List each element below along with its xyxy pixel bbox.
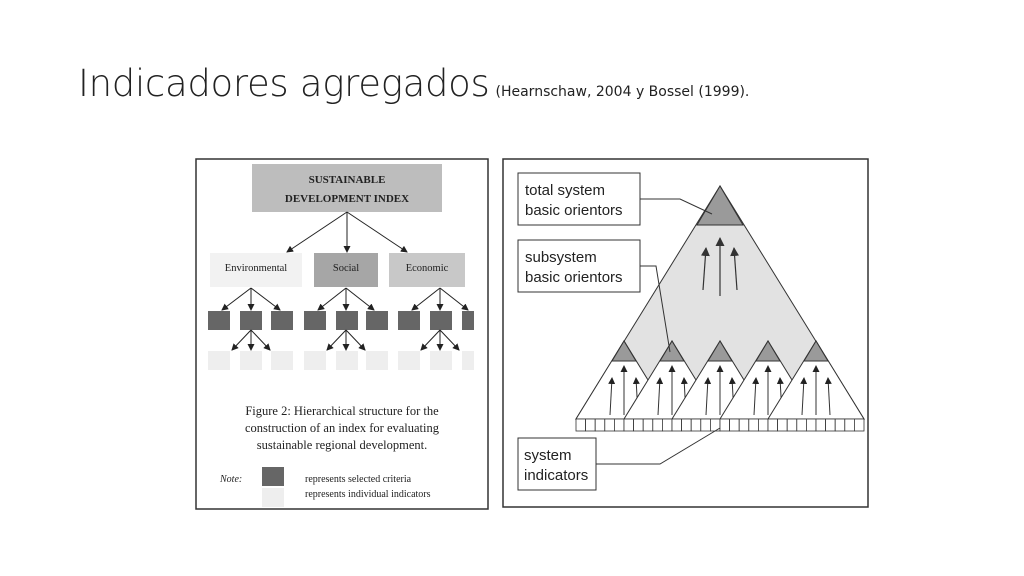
legend-dark-square [262,467,284,486]
indicator-cell [758,418,769,432]
label-subsystem-line2: basic orientors [525,269,623,286]
indicator-cell [834,418,846,432]
indicator-cell [719,418,731,432]
label-total-line1: total system [525,182,605,199]
indicator-cell [575,418,587,432]
indicator-cell [604,418,615,432]
caption-line2: construction of an index for evaluating [245,421,440,435]
caption-line1: Figure 2: Hierarchical structure for the [245,404,439,418]
arrow-index-economic [346,211,408,253]
index-box [252,164,442,212]
slide-title-citation: (Hearnschaw, 2004 y Bossel (1999). [495,84,750,100]
label-indicators-line2: indicators [524,467,588,484]
label-total-line2: basic orientors [525,202,623,219]
indicator-cell [854,418,865,432]
indicator-arrows [231,329,460,351]
leader-indicators [596,427,721,465]
indicator-squares [208,351,474,370]
indicator-cell [786,418,798,432]
legend-light-square [262,488,284,507]
indicator-cell [652,418,663,432]
category-label-economic: Economic [406,263,449,274]
indicator-cell [585,418,596,432]
category-box-environmental [210,253,302,287]
legend-selected-text: represents selected criteria [305,474,412,485]
index-box-line2: DEVELOPMENT INDEX [285,193,409,205]
label-indicators-line1: system [524,447,572,464]
slide-title: Indicadores agregados (Hearnschaw, 2004 y… [78,62,749,105]
index-box-line1: SUSTAINABLE [309,174,386,186]
indicator-cell [815,418,827,432]
legend-individual-text: represents individual indicators [305,489,431,500]
label-box-subsystem [517,239,641,293]
label-subsystem-line1: subsystem [525,249,597,266]
indicator-cell [614,418,625,432]
category-box-economic [389,253,465,287]
indicator-cell [748,418,759,432]
indicator-cell [729,418,740,432]
indicator-cell [844,418,855,432]
leader-subsystem [640,265,671,353]
indicator-cell [623,418,635,432]
indicator-cell [700,418,711,432]
indicator-cell [825,418,836,432]
indicator-cell [806,418,817,432]
indicator-cell [662,418,673,432]
indicator-cell [594,418,606,432]
caption-line3: sustainable regional development. [257,438,427,452]
category-label-social: Social [333,263,359,274]
right-figure: total system basic orientors subsystem b… [502,158,869,508]
indicator-cell-row [575,418,865,432]
note-label: Note: [219,474,242,485]
indicator-cell [633,418,644,432]
label-box-total [517,172,641,226]
indicator-cell [690,418,702,432]
indicator-cell [671,418,683,432]
indicator-cell [642,418,654,432]
indicator-cell [767,418,779,432]
leader-total [640,198,713,215]
left-figure: SUSTAINABLE DEVELOPMENT INDEX Environmen… [195,158,489,510]
criteria-squares [208,311,474,330]
indicator-cell [738,418,750,432]
sub-pyramids [575,340,865,420]
arrow-index-environmental [286,211,348,253]
top-internal-arrows [700,237,740,296]
category-box-social [314,253,378,287]
criteria-arrows [221,287,469,311]
indicator-cell [796,418,807,432]
indicator-cell [777,418,788,432]
category-label-environmental: Environmental [225,263,287,274]
label-box-indicators [517,437,597,491]
slide-title-main: Indicadores agregados [78,62,490,105]
indicator-cell [681,418,692,432]
